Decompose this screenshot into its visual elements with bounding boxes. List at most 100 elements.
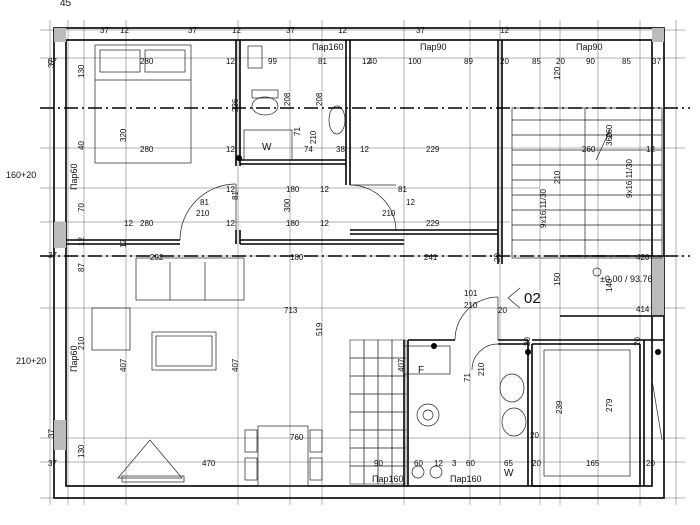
dimension-value: 180 bbox=[286, 185, 300, 194]
dimension-value: 140 bbox=[605, 278, 614, 292]
fridge-label: F bbox=[418, 365, 424, 376]
dimension-value: 210 bbox=[196, 209, 210, 218]
dimension-value: 85 bbox=[532, 57, 541, 66]
side-dimension: 210+20 bbox=[16, 356, 46, 366]
dimension-value: 20 bbox=[523, 337, 532, 346]
entry-arrow bbox=[507, 287, 521, 309]
dimension-value: 12 bbox=[406, 198, 415, 207]
room-number: 02 bbox=[524, 290, 541, 307]
dimension-value: 208 bbox=[315, 92, 324, 106]
dimension-value: 208 bbox=[283, 92, 292, 106]
washer-label: W bbox=[504, 468, 514, 479]
dimension-value: 81 bbox=[231, 191, 240, 200]
dimension-value: 236 bbox=[231, 98, 240, 112]
dimension-value: 12 bbox=[434, 459, 443, 468]
dimension-value: 292 bbox=[150, 253, 164, 262]
dimension-value: 241 bbox=[424, 253, 438, 262]
dimension-value: 407 bbox=[231, 358, 240, 372]
dimension-value: 20 bbox=[532, 459, 541, 468]
dimension-value: 20 bbox=[646, 459, 655, 468]
dimension-value: 100 bbox=[408, 57, 422, 66]
dimension-value: 38 bbox=[336, 145, 345, 154]
dimension-value: 20 bbox=[633, 337, 642, 346]
dimension-value: 470 bbox=[202, 459, 216, 468]
dimension-value: 130 bbox=[77, 444, 86, 458]
dimension-value: 89 bbox=[464, 57, 473, 66]
opening-label: Пар60 bbox=[69, 346, 79, 373]
dimension-value: 20 bbox=[498, 306, 507, 315]
dimension-value: 12 bbox=[362, 57, 371, 66]
dimension-value: 37 bbox=[48, 251, 57, 260]
opening-label: Пар160 bbox=[372, 474, 404, 484]
marker-dot bbox=[236, 155, 242, 161]
marker-dot bbox=[655, 349, 661, 355]
dimension-value: 12 bbox=[77, 237, 86, 246]
dimension-value: 37 bbox=[47, 429, 56, 438]
dimension-value: 37 bbox=[100, 26, 109, 35]
dimension-value: 414 bbox=[636, 305, 650, 314]
doors bbox=[179, 183, 499, 371]
dimension-value: 12 bbox=[338, 26, 347, 35]
dimension-value: 37 bbox=[48, 57, 57, 66]
dimension-value: 760 bbox=[290, 433, 304, 442]
marker-dot bbox=[431, 343, 437, 349]
dimension-value: 12 bbox=[226, 57, 235, 66]
dimension-value: 210 bbox=[382, 209, 396, 218]
dimension-value: 12 bbox=[120, 26, 129, 35]
furniture bbox=[91, 44, 663, 487]
dimension-value: 519 bbox=[315, 322, 324, 336]
dimension-value: 280 bbox=[140, 145, 154, 154]
dimension-value: 37 bbox=[48, 459, 57, 468]
opening-label: Пар90 bbox=[420, 42, 447, 52]
level-symbol bbox=[592, 267, 602, 277]
dimension-value: 229 bbox=[426, 145, 440, 154]
dimension-lines bbox=[40, 20, 685, 505]
dimension-value: 713 bbox=[284, 306, 298, 315]
dimension-value: 239 bbox=[555, 400, 564, 414]
stair-label: 9x16.11/30 bbox=[539, 188, 548, 228]
dimension-value: 12 bbox=[500, 26, 509, 35]
level-mark: ±0.00 / 93.76 bbox=[600, 274, 652, 284]
dimension-value: 40 bbox=[77, 141, 86, 150]
dimension-value: 12 bbox=[226, 219, 235, 228]
dimension-value: 210 bbox=[309, 130, 318, 144]
dimension-value: 40 bbox=[368, 57, 377, 66]
stair-label: 9x16.11/30 bbox=[625, 158, 634, 198]
dimension-value: 71 bbox=[293, 127, 302, 136]
dimension-value: 229 bbox=[426, 219, 440, 228]
dimension-value: 71 bbox=[463, 373, 472, 382]
dimension-value: 279 bbox=[605, 398, 614, 412]
dimension-value: 210 bbox=[464, 301, 478, 310]
dimension-value: 37 bbox=[188, 26, 197, 35]
dimension-value: 210 bbox=[77, 336, 86, 350]
dimension-value: 90 bbox=[586, 57, 595, 66]
dimension-value: 12 bbox=[226, 145, 235, 154]
side-dimension: 160+20 bbox=[6, 170, 36, 180]
dimension-value: 12 bbox=[226, 185, 235, 194]
dimension-value: 360 bbox=[605, 132, 614, 146]
dimension-value: 12 bbox=[232, 26, 241, 35]
dimension-value: 120 bbox=[553, 66, 562, 80]
dimension-value: 37 bbox=[652, 57, 661, 66]
dimension-value: 74 bbox=[304, 145, 313, 154]
dimension-value: 99 bbox=[268, 57, 277, 66]
dimension-value: 210 bbox=[553, 170, 562, 184]
dimension-value: 65 bbox=[504, 459, 513, 468]
opening-label: Пар90 bbox=[576, 42, 603, 52]
dimension-value: 180 bbox=[290, 253, 304, 262]
dimension-value: 165 bbox=[586, 459, 600, 468]
dimension-value: 260 bbox=[605, 124, 614, 138]
opening-label: Пар160 bbox=[450, 474, 482, 484]
dimension-value: 12 bbox=[360, 145, 369, 154]
dimension-value: 81 bbox=[398, 185, 407, 194]
dimension-value: 12 bbox=[320, 185, 329, 194]
dimension-value: 90 bbox=[374, 459, 383, 468]
dimension-value: 180 bbox=[286, 219, 300, 228]
dimension-value: 37 bbox=[286, 26, 295, 35]
dimension-value: 20 bbox=[493, 253, 502, 262]
dimension-value: 101 bbox=[464, 289, 478, 298]
dimension-value: 87 bbox=[77, 263, 86, 272]
dimension-value: 20 bbox=[556, 57, 565, 66]
